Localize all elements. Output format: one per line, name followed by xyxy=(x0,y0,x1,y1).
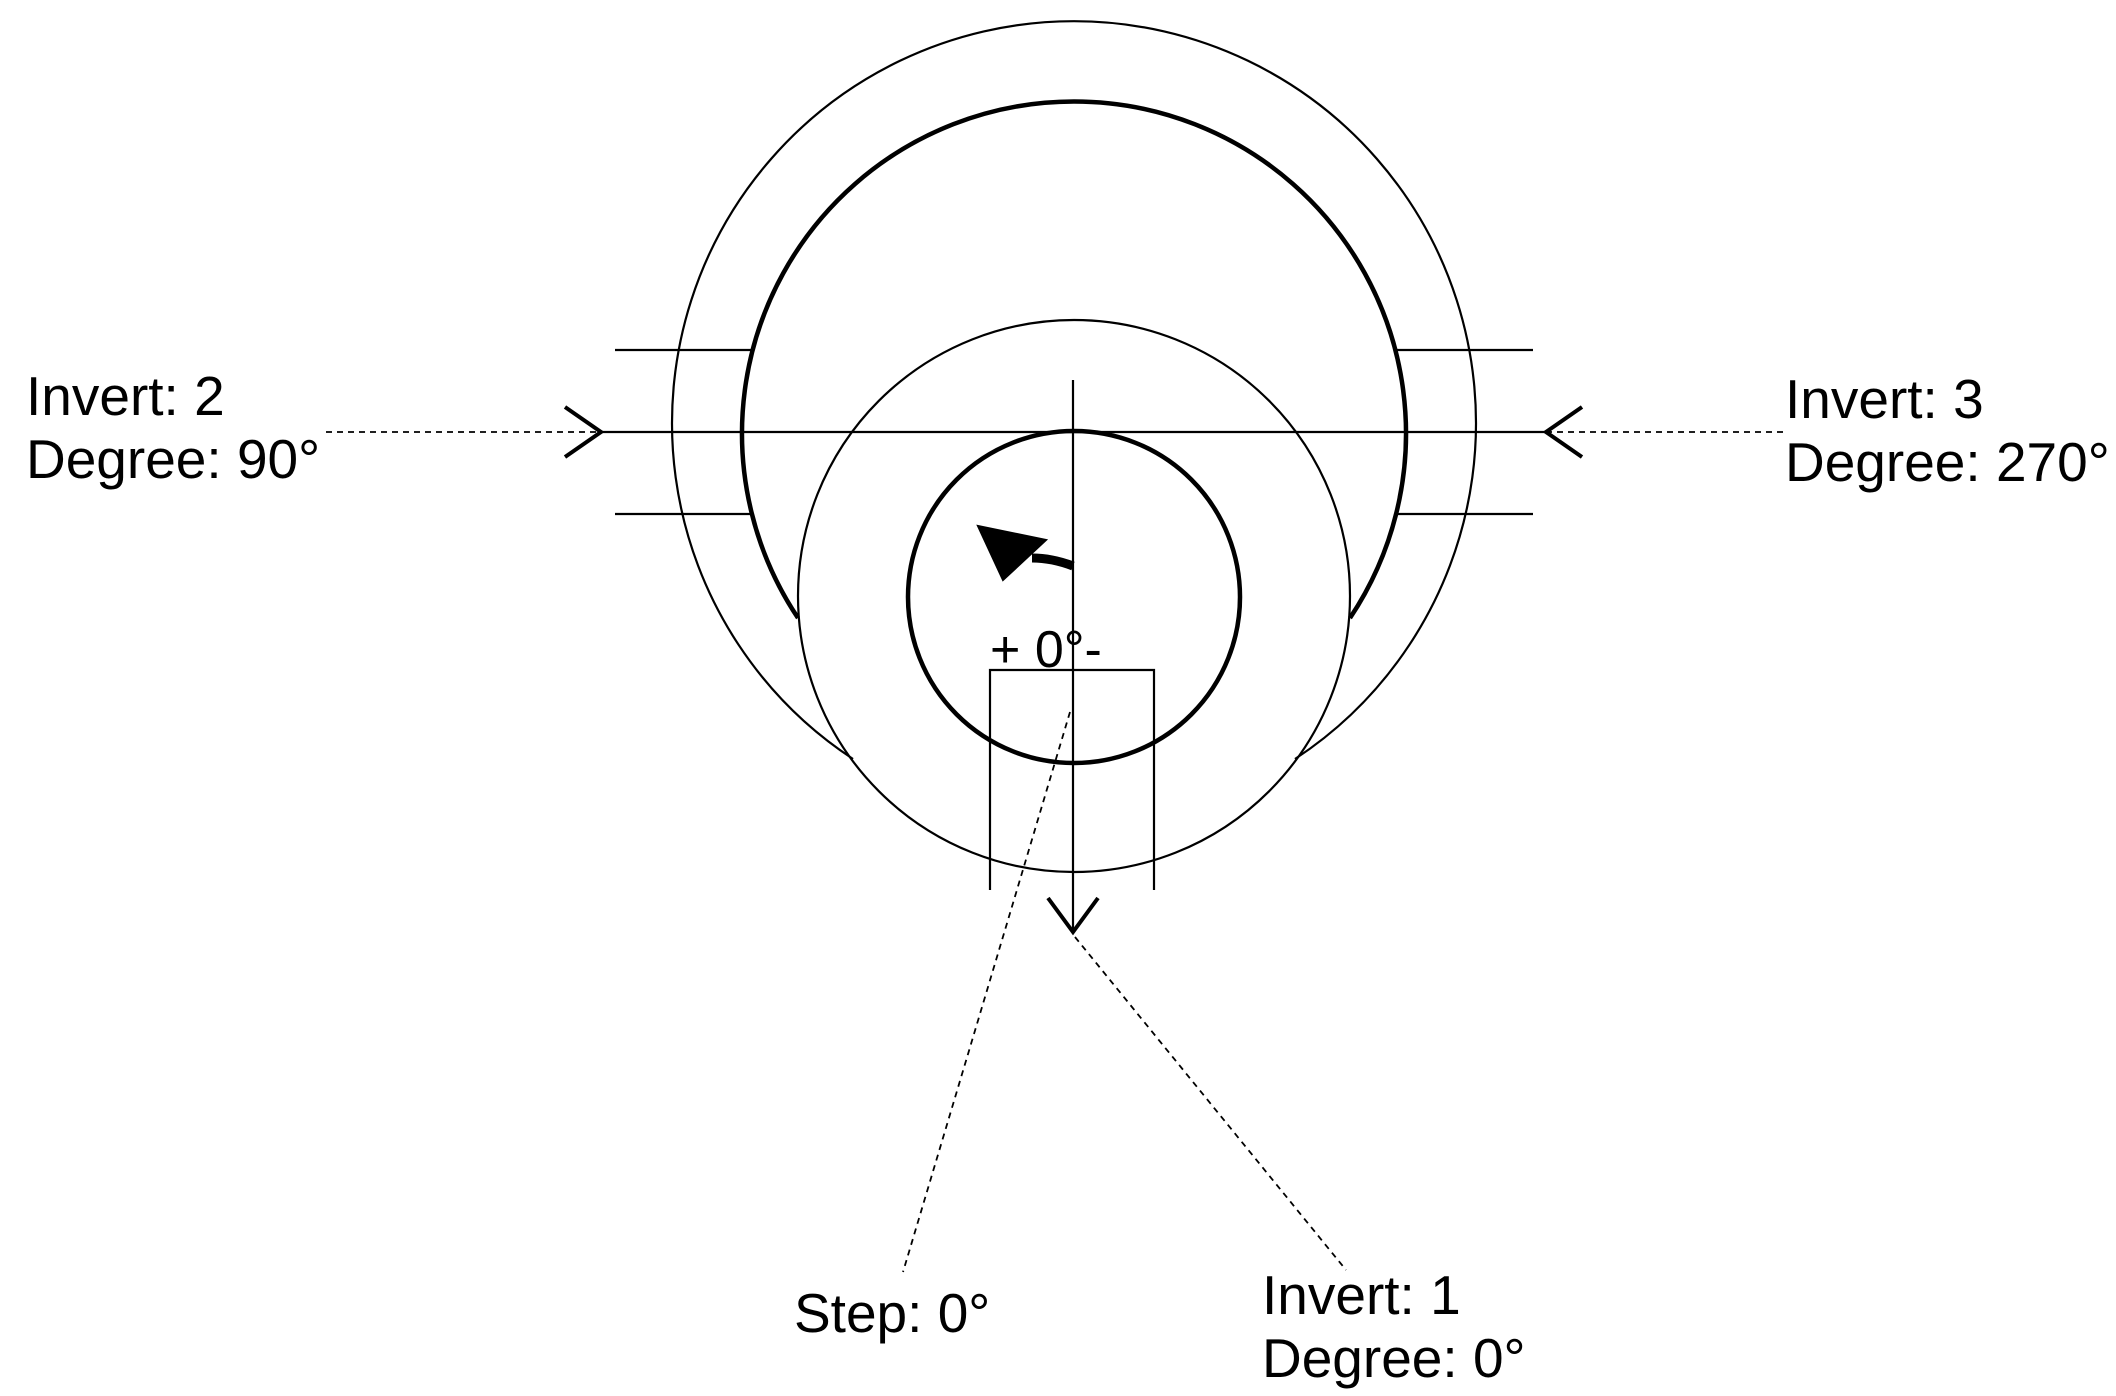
rotation-arrow-head xyxy=(976,524,1049,582)
left-label-block: Invert: 2 Degree: 90° xyxy=(26,365,320,491)
step-leader-line xyxy=(902,711,1071,1273)
step-label: Step: 0° xyxy=(794,1282,991,1344)
outer-thin-circle xyxy=(670,20,1478,760)
rotation-arrow-shaft xyxy=(1031,553,1075,571)
left-arrowhead xyxy=(563,405,605,459)
center-degree-label: + 0°- xyxy=(990,621,1102,679)
right-label-block: Invert: 3 Degree: 270° xyxy=(1785,368,2110,494)
right-degree-label: Degree: 270° xyxy=(1785,431,2110,493)
left-invert-label: Invert: 2 xyxy=(26,365,225,427)
left-degree-label: Degree: 90° xyxy=(26,428,321,490)
bottom-label-block: Invert: 1 Degree: 0° xyxy=(1262,1264,1526,1390)
bottom-degree-label: Degree: 0° xyxy=(1262,1327,1526,1389)
main-thick-circle xyxy=(739,99,1409,620)
right-invert-label: Invert: 3 xyxy=(1785,368,1984,430)
bottom-leader-line xyxy=(1074,936,1347,1271)
bottom-invert-label: Invert: 1 xyxy=(1262,1264,1461,1326)
bottom-pipe-outline xyxy=(988,668,1156,890)
bottom-arrowhead xyxy=(1046,896,1100,936)
